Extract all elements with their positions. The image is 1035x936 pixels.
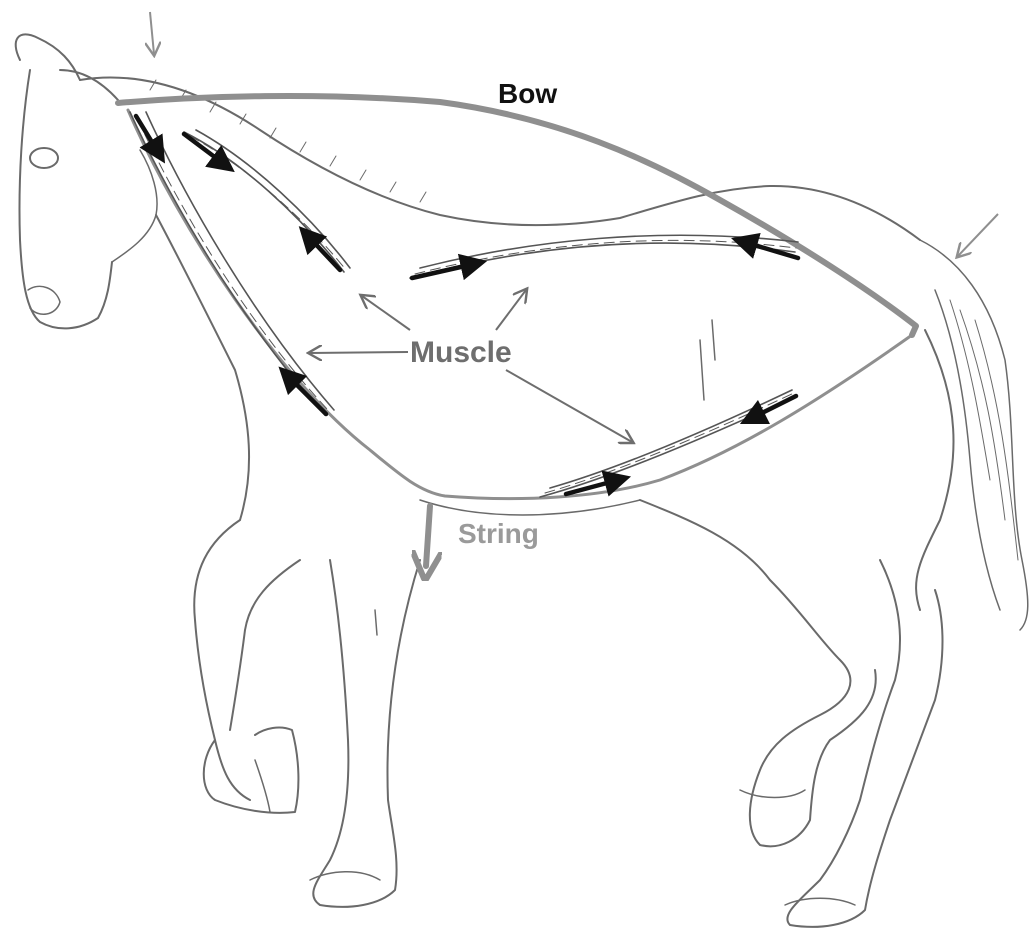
string-label: String bbox=[458, 518, 539, 550]
muscle-pointer-upper-right bbox=[496, 290, 526, 330]
muscle-force-arrows bbox=[136, 116, 798, 494]
string-line bbox=[128, 110, 912, 499]
muscle-bands bbox=[130, 112, 798, 497]
force-arrow-back-left bbox=[412, 264, 474, 278]
muscle-pointer-left bbox=[310, 352, 408, 353]
force-arrow-back-right bbox=[744, 242, 798, 258]
bow-line bbox=[118, 96, 916, 335]
bow-end-arrow-tail bbox=[958, 214, 998, 256]
force-arrow-neck-upper-bottom bbox=[308, 236, 340, 270]
muscle-label: Muscle bbox=[410, 336, 512, 370]
muscle-pointer-upper-left bbox=[362, 296, 410, 330]
bow-label: Bow bbox=[498, 78, 557, 110]
horse-sketch bbox=[16, 34, 1028, 926]
string-pull-arrow bbox=[426, 506, 430, 566]
bow-end-arrow-poll bbox=[150, 12, 154, 54]
muscle-pointer-lower-right bbox=[506, 370, 632, 442]
force-arrow-neck-upper-top bbox=[184, 134, 224, 164]
